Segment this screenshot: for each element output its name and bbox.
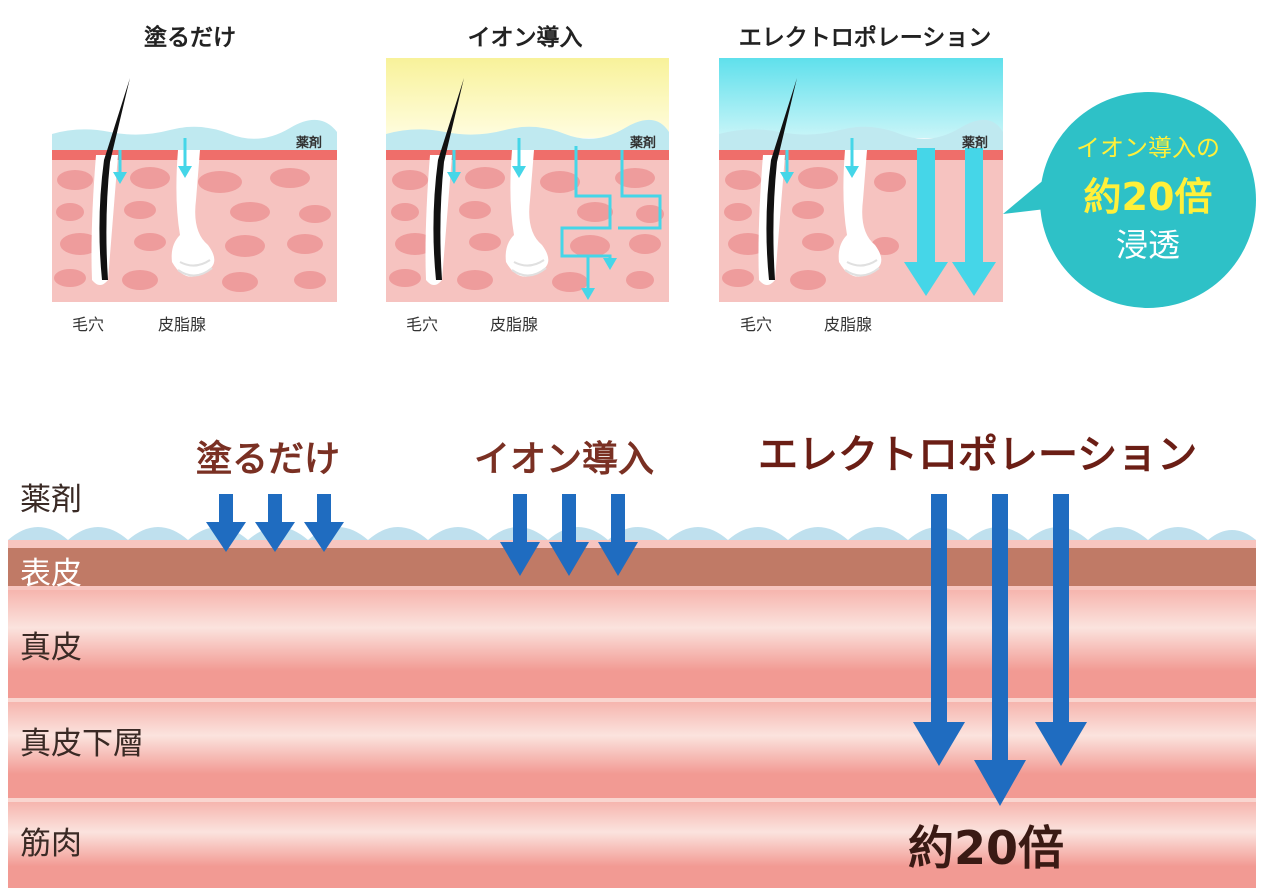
layer-label-lower-dermis: 真皮下層 bbox=[20, 726, 144, 762]
skin-illustrations bbox=[52, 58, 1054, 302]
panel-title-apply-only: 塗るだけ bbox=[144, 25, 236, 51]
arrows-electro bbox=[913, 494, 1087, 806]
panel-title-electro: エレクトロポレーション bbox=[738, 25, 992, 51]
layer-label-muscle: 筋肉 bbox=[20, 826, 82, 862]
arrows-apply-only bbox=[206, 494, 344, 552]
heading-apply-only: 塗るだけ bbox=[196, 439, 341, 480]
agent-label-2: 薬剤 bbox=[630, 136, 657, 151]
layer-label-dermis: 真皮 bbox=[20, 630, 82, 666]
pore-label-2: 毛穴 bbox=[406, 315, 439, 334]
cells bbox=[54, 167, 331, 292]
layer-label-agent: 薬剤 bbox=[20, 482, 82, 518]
arrows-ion bbox=[500, 494, 638, 576]
panel-electro bbox=[719, 58, 1054, 302]
gland-label-1: 皮脂腺 bbox=[158, 315, 207, 334]
bubble-line-2: 約20倍 bbox=[1083, 175, 1213, 219]
panel-ion bbox=[386, 58, 669, 302]
bubble-line-1: イオン導入の bbox=[1076, 134, 1220, 162]
pore-label-3: 毛穴 bbox=[740, 315, 773, 334]
panel-title-ion: イオン導入 bbox=[467, 25, 583, 51]
bubble-line-3: 浸透 bbox=[1115, 226, 1180, 264]
panel-apply-only bbox=[52, 78, 337, 302]
gland-label-2: 皮脂腺 bbox=[490, 315, 539, 334]
cells bbox=[389, 167, 664, 292]
agent-label-1: 薬剤 bbox=[296, 136, 323, 151]
cells bbox=[722, 167, 906, 290]
pore-label-1: 毛穴 bbox=[72, 315, 105, 334]
comparison-bubble: イオン導入の 約20倍 浸透 bbox=[1040, 92, 1256, 308]
agent-label-3: 薬剤 bbox=[962, 136, 989, 151]
gland-label-3: 皮脂腺 bbox=[824, 315, 873, 334]
layer-label-epidermis: 表皮 bbox=[20, 556, 82, 592]
result-label: 約20倍 bbox=[908, 821, 1065, 875]
heading-electro: エレクトロポレーション bbox=[758, 432, 1198, 478]
heading-ion: イオン導入 bbox=[474, 439, 655, 480]
